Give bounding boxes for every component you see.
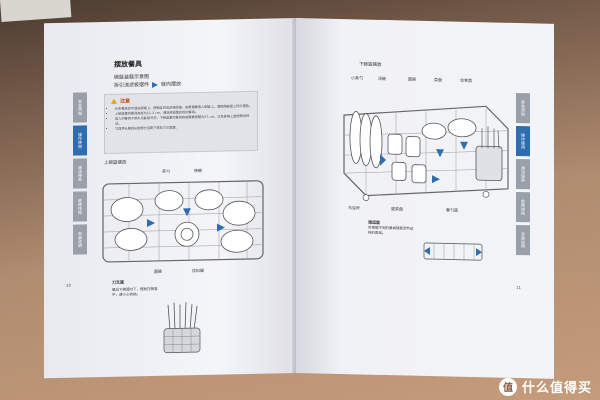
upper-rack-label-saucer: 饮料碟 [192,267,204,274]
hint-from: 拆引流滤板摆件 [114,82,150,89]
right-page-number: 11 [516,284,522,291]
right-page: 安全须知 操作使用 清洁保养 故障排除 安装说明 下碗篮摆放 小茶勺 汤碗 圆碗… [296,18,554,379]
lower-rack-label-spoon-basket: 餐勺篮 [446,207,458,213]
lower-rack-label-soup-bowl: 汤碗 [378,75,386,82]
side-tab-safety: 安全须知 [73,92,87,123]
side-tab-operation: 操作使用 [516,125,530,157]
caution-note: 注意 长条餐具应平放在碗架上，使相互间有足够距离，如果需要放入碗篮上，请按照碗篮… [104,90,258,155]
left-page: 安全须知 操作使用 清洁保养 故障排除 安装说明 摆放餐具 碗篮装载示意图 拆引… [44,18,296,379]
adjust-rack-diagram [423,242,483,261]
right-side-tabs: 安全须知 操作使用 清洁保养 故障排除 安装说明 [516,92,530,258]
load-hint: 拆引流滤板摆件 就向摆放 [114,80,182,89]
adjust-section: 调适篮 可根据不同的餐具随意调节这样的角度。 [368,220,416,237]
side-tab-cleaning: 清洁保养 [73,158,87,189]
side-tab-install: 安装说明 [516,224,530,256]
open-manual: 安全须知 操作使用 清洁保养 故障排除 安装说明 摆放餐具 碗篮装载示意图 拆引… [44,18,556,379]
cutlery-basket-diagram [163,302,201,354]
left-side-tabs: 安全须知 操作使用 清洁保养 故障排除 安装说明 [73,92,87,257]
lower-rack-label-cold-plate: 凉食盘 [460,77,472,83]
watermark-text: 什么值得买 [521,381,592,396]
side-tab-install: 安装说明 [73,224,87,255]
lower-rack-label-round-bowl: 圆碗 [408,76,416,82]
subsection-title: 碗篮装载示意图 [114,74,150,81]
caution-heading-text: 注意 [120,98,131,105]
side-tab-cleaning: 清洁保养 [516,158,530,190]
arrow-right-icon [152,81,159,88]
section-title: 摆放餐具 [114,60,142,69]
side-tab-troubleshoot: 故障排除 [73,191,87,222]
side-tab-operation: 操作使用 [73,125,87,156]
adjust-desc: 可根据不同的餐具随意调节这样的角度。 [368,225,414,236]
side-tab-safety: 安全须知 [516,92,530,124]
warning-icon [111,98,117,104]
site-watermark: 值 什么值得买 [498,377,592,396]
basket-title: 刀叉篮 [112,279,124,285]
lower-rack-label-dish: 菜盘 [434,77,442,83]
basket-desc: 餐具下碗篮时下，摆放在碗篮中，请小心收纳。 [112,286,158,297]
lower-rack-label-serving-plate: 盛菜盘 [391,206,403,212]
upper-rack-label-bowl: 筷碗 [194,167,202,174]
lower-rack-title: 下碗篮摆放 [359,62,382,68]
lower-rack-diagram [343,105,509,201]
upper-rack-label-round-bowl: 圆碗 [154,268,162,274]
upper-rack-diagram [102,180,264,263]
upper-rack-label-teaspoon: 茶勺 [162,168,170,174]
side-tab-troubleshoot: 故障排除 [516,191,530,223]
upper-rack-title: 上碗篮摆放 [104,160,127,167]
left-page-number: 10 [66,282,72,288]
lower-rack-label-mug: 马克杯 [348,205,360,211]
caution-list: 长条餐具应平放在碗架上，使相互间有足够距离，如果需要放入碗篮上，请按照碗篮上标识… [105,104,257,132]
lower-rack-label-teaspoon: 小茶勺 [351,75,363,81]
watermark-logo-icon: 值 [498,377,517,396]
hint-to: 就向摆放 [161,81,182,88]
